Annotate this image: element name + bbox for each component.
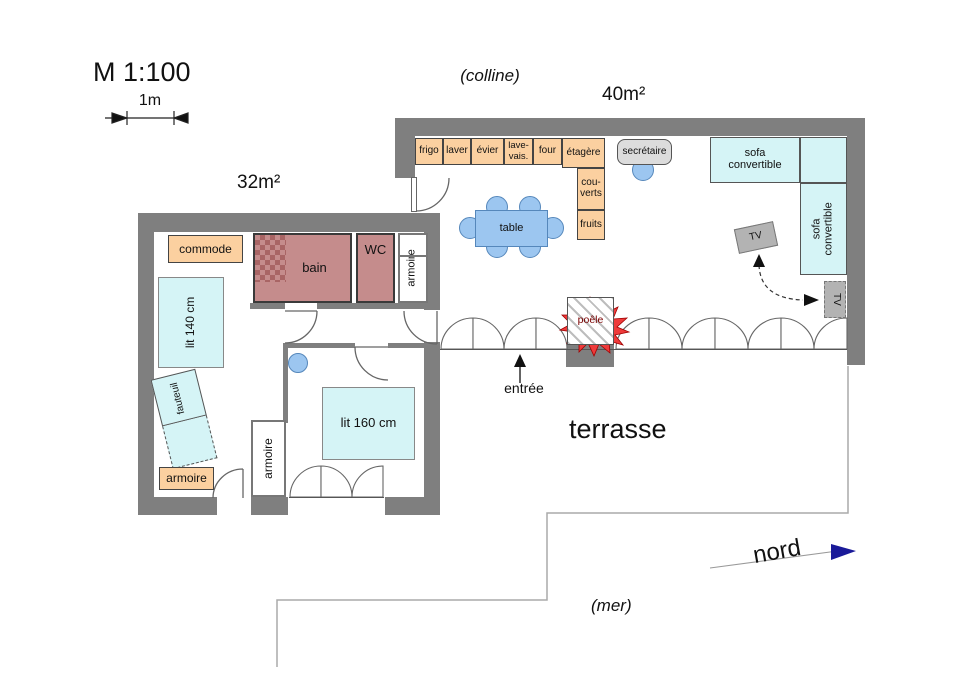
armoire-corner: armoire [159,467,214,490]
shower-tray [255,235,286,282]
wall-left-building-bottom-2 [251,497,288,515]
bedroom2-stool [288,353,308,373]
door-arc-hall [284,310,318,344]
kitchen-washer-label: laver [446,145,468,157]
kitchen-oven-label: four [538,145,557,157]
tv-alt: TV [824,281,846,318]
bed-160-label: lit 160 cm [340,415,397,431]
kitchen-oven: four [533,138,562,165]
wall-left-building-left [138,213,154,515]
door-arc-bedroom1-exit [212,468,244,499]
kitchen-sink-label: évier [476,145,499,157]
commode: commode [168,235,243,263]
sofa-top: sofa convertible [710,137,800,183]
scale-title-text: M 1:100 [93,57,191,87]
north-arrow-icon [709,544,856,569]
kitchen-fruit-label: fruits [580,218,602,230]
stove-label: poêle [577,314,604,327]
door-arc-bedroom2 [354,346,389,381]
armoire-corner-label: armoire [166,471,207,486]
kitchen-washer: laver [443,138,471,165]
wall-right-building-top [395,118,865,136]
area-left-label: 32m² [237,172,280,194]
wall-left-building-bottom-1 [138,497,217,515]
folding-doors-bedroom2 [289,465,384,499]
scale-arrow-right-icon [111,112,129,124]
dining-table: table [475,210,548,247]
wall-right-building-right [847,118,865,365]
armoire-bath-divider [400,255,426,257]
wall-bedroom2-top-b [388,343,424,348]
dining-table-label: table [499,221,524,234]
bed-160: lit 160 cm [322,387,415,460]
wall-stub-junction [424,342,440,378]
sofa-top-label: sofa convertible [728,147,782,171]
commode-label: commode [179,241,232,256]
wall-bath-bottom-b [317,303,428,309]
sofa-right: sofa convertible [800,183,847,275]
sofa-right-label: sofa convertible [810,202,835,256]
wall-right-building-left [395,118,415,178]
kitchen-shelf-label: étagère [566,146,601,158]
terrace-label-text: terrasse [569,414,667,444]
stove [567,297,614,345]
area-right-label: 40m² [602,84,645,106]
armoire-hall: armoire [251,420,286,497]
kitchen-fruit: fruits [577,210,605,240]
room-wc-label: WC [364,242,387,257]
room-bath-label: bain [302,259,327,275]
bed-140: lit 140 cm [158,277,224,368]
wall-bedroom2-top-a [288,343,355,348]
kitchen-cutlery-label: cou- verts [580,177,602,199]
room-wc: WC [356,233,395,303]
stove-label-box: poêle [567,297,614,345]
armchair-label: fauteuil [168,380,188,415]
scale-bar [105,111,189,125]
kitchen-fridge-label: frigo [419,145,439,157]
kitchen-sink: évier [471,138,504,165]
tv-main-label: TV [748,229,764,244]
sofa-corner [800,137,847,183]
entrance-label: entrée [494,380,554,396]
wall-left-building-right-2 [424,344,440,515]
entrance-arrow-icon [514,354,526,383]
scale-unit-text: 1m [138,92,162,109]
sea-label-text: (mer) [591,596,632,615]
door-arc-kitchen-entry [415,177,450,212]
kitchen-fridge: frigo [415,138,443,165]
scale-title: M 1:100 [93,57,191,88]
terrace-label: terrasse [569,414,667,445]
kitchen-cutlery: cou- verts [577,168,605,210]
wall-stub-stove-base [566,345,614,367]
wall-bath-bottom-a [250,303,285,309]
wall-bedroom2-left [283,343,288,423]
hill-label-text: (colline) [460,66,520,85]
desk: secrétaire [617,139,672,165]
wall-left-building-right-1 [424,232,440,310]
door-arc-hall-side [403,310,438,345]
desk-label: secrétaire [622,145,667,157]
area-left-text: 32m² [237,172,281,193]
scale-unit: 1m [130,92,170,109]
wall-left-building-top [138,213,440,232]
armoire-bath: armoire [398,233,428,303]
kitchen-dishwasher: lave-vais. [504,138,533,165]
tv-alt-label: TV [830,293,842,306]
kitchen-dishwasher-label: lave-vais. [508,140,529,162]
armoire-hall-label: armoire [261,438,276,479]
scale-arrow-left-icon [172,112,189,124]
kitchen-shelf: étagère [562,138,605,168]
folding-doors-living [440,317,848,351]
sea-label: (mer) [591,596,632,616]
door-leaf-kitchen-entry [411,177,417,212]
area-right-text: 40m² [602,84,646,105]
hill-label: (colline) [445,66,535,85]
bed-140-label: lit 140 cm [183,296,198,349]
entrance-label-text: entrée [504,380,544,396]
terrace-boundary-line [276,366,849,667]
tv-move-arrow-icon [753,254,819,306]
